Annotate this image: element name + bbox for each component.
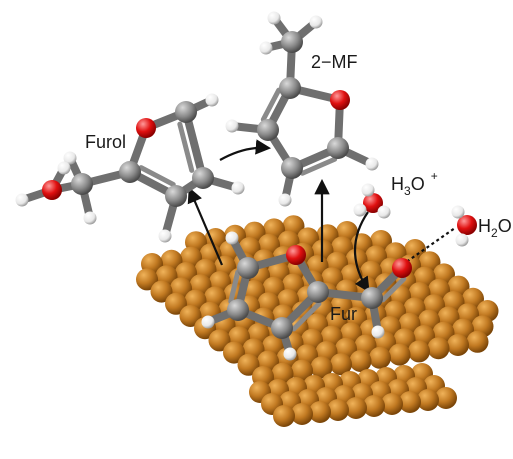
hydrogen-atom (201, 315, 215, 329)
oxygen-atom (136, 118, 156, 138)
double-bond (299, 156, 338, 176)
carbon-atom (192, 167, 214, 189)
arrow-fur-to-furol (187, 187, 224, 266)
hydrogen-atom (371, 325, 385, 339)
copper-atom (345, 397, 367, 419)
2mf-label: 2−MF (311, 52, 358, 72)
hydrogen-atom (83, 211, 97, 225)
carbon-atom (307, 281, 329, 303)
double-bond (380, 276, 407, 303)
carbon-atom (119, 161, 141, 183)
double-bond (177, 121, 195, 173)
hydrogen-atom (455, 233, 469, 247)
copper-atom (388, 343, 411, 366)
h2o-label: H2O (478, 216, 512, 240)
carbon-atom (257, 119, 279, 141)
oxygen-atom (42, 180, 62, 200)
double-bond (291, 301, 322, 332)
hydrogen-atom (278, 193, 292, 207)
copper-atom (330, 353, 352, 376)
carbon-atom (271, 317, 293, 339)
oxygen-atom (286, 245, 306, 265)
copper-atom (291, 403, 313, 425)
copper-atom (381, 393, 403, 415)
copper-atom (435, 387, 457, 409)
copper-atom (399, 391, 421, 413)
copper-atom (237, 353, 260, 376)
copper-atom (291, 359, 313, 382)
carbon-atom (165, 185, 187, 207)
oxygen-atom (363, 193, 383, 213)
copper-atom (427, 337, 450, 360)
copper-atom (447, 334, 469, 356)
copper-atom (466, 330, 489, 353)
copper-atom (136, 268, 158, 291)
copper-atom (417, 389, 439, 411)
arrow-h3o-to-fur (353, 211, 370, 293)
hbond-dotted (401, 227, 456, 266)
copper-atom (349, 350, 372, 372)
oxygen-atom (392, 258, 412, 278)
reaction-arrows (187, 139, 456, 293)
copper-atom (309, 401, 331, 423)
arrow-furol-to-2mf (219, 139, 272, 161)
double-bond (138, 165, 176, 187)
hydrogen-atom (283, 347, 297, 361)
hydrogen-atom (225, 231, 239, 245)
hydrogen-atom (259, 41, 273, 55)
hydrogen-atom (361, 183, 375, 197)
copper-atom (363, 395, 385, 417)
molecule-atoms (15, 11, 477, 361)
fur-label: Fur (330, 304, 357, 324)
carbon-atom (327, 137, 349, 159)
carbon-atom (281, 31, 303, 53)
hydrogen-atom (309, 15, 323, 29)
copper-atom (208, 329, 231, 352)
double-bond (260, 87, 282, 123)
copper-atom (165, 292, 187, 315)
hydrogen-atom (451, 205, 465, 219)
carbon-atom (279, 77, 301, 99)
copper-atom (273, 405, 295, 427)
hydrogen-atom (15, 193, 29, 207)
hydrogen-atom (231, 181, 245, 195)
copper-atom (179, 305, 202, 327)
hydrogen-atom (377, 205, 391, 219)
copper-atom (150, 280, 173, 303)
furol-label: Furol (85, 132, 126, 152)
hydrogen-atom (353, 203, 367, 217)
oxygen-atom (330, 90, 350, 110)
copper-atom (408, 340, 430, 363)
carbon-atom (175, 101, 197, 123)
copper-atom (223, 341, 245, 364)
copper-atom (327, 399, 349, 421)
hydrogen-atom (267, 11, 281, 25)
carbon-atom (361, 287, 383, 309)
hydrogen-atom (57, 161, 71, 175)
carbon-atom (281, 157, 303, 179)
carbon-atom (227, 299, 249, 321)
hydrogen-atom (205, 93, 219, 107)
copper-surface (136, 215, 499, 427)
hydrogen-atom (158, 229, 172, 243)
oxygen-atom (457, 215, 477, 235)
h3o-label: H3O+ (391, 169, 438, 198)
carbon-atom (237, 257, 259, 279)
copper-atom (369, 346, 391, 369)
hydrogen-atom (225, 119, 239, 133)
hydrogen-atom (63, 151, 77, 165)
double-bond (228, 269, 241, 305)
carbon-atom (71, 173, 93, 195)
copper-atom (310, 356, 333, 379)
hydrogen-atom (365, 157, 379, 171)
bond (182, 108, 207, 182)
